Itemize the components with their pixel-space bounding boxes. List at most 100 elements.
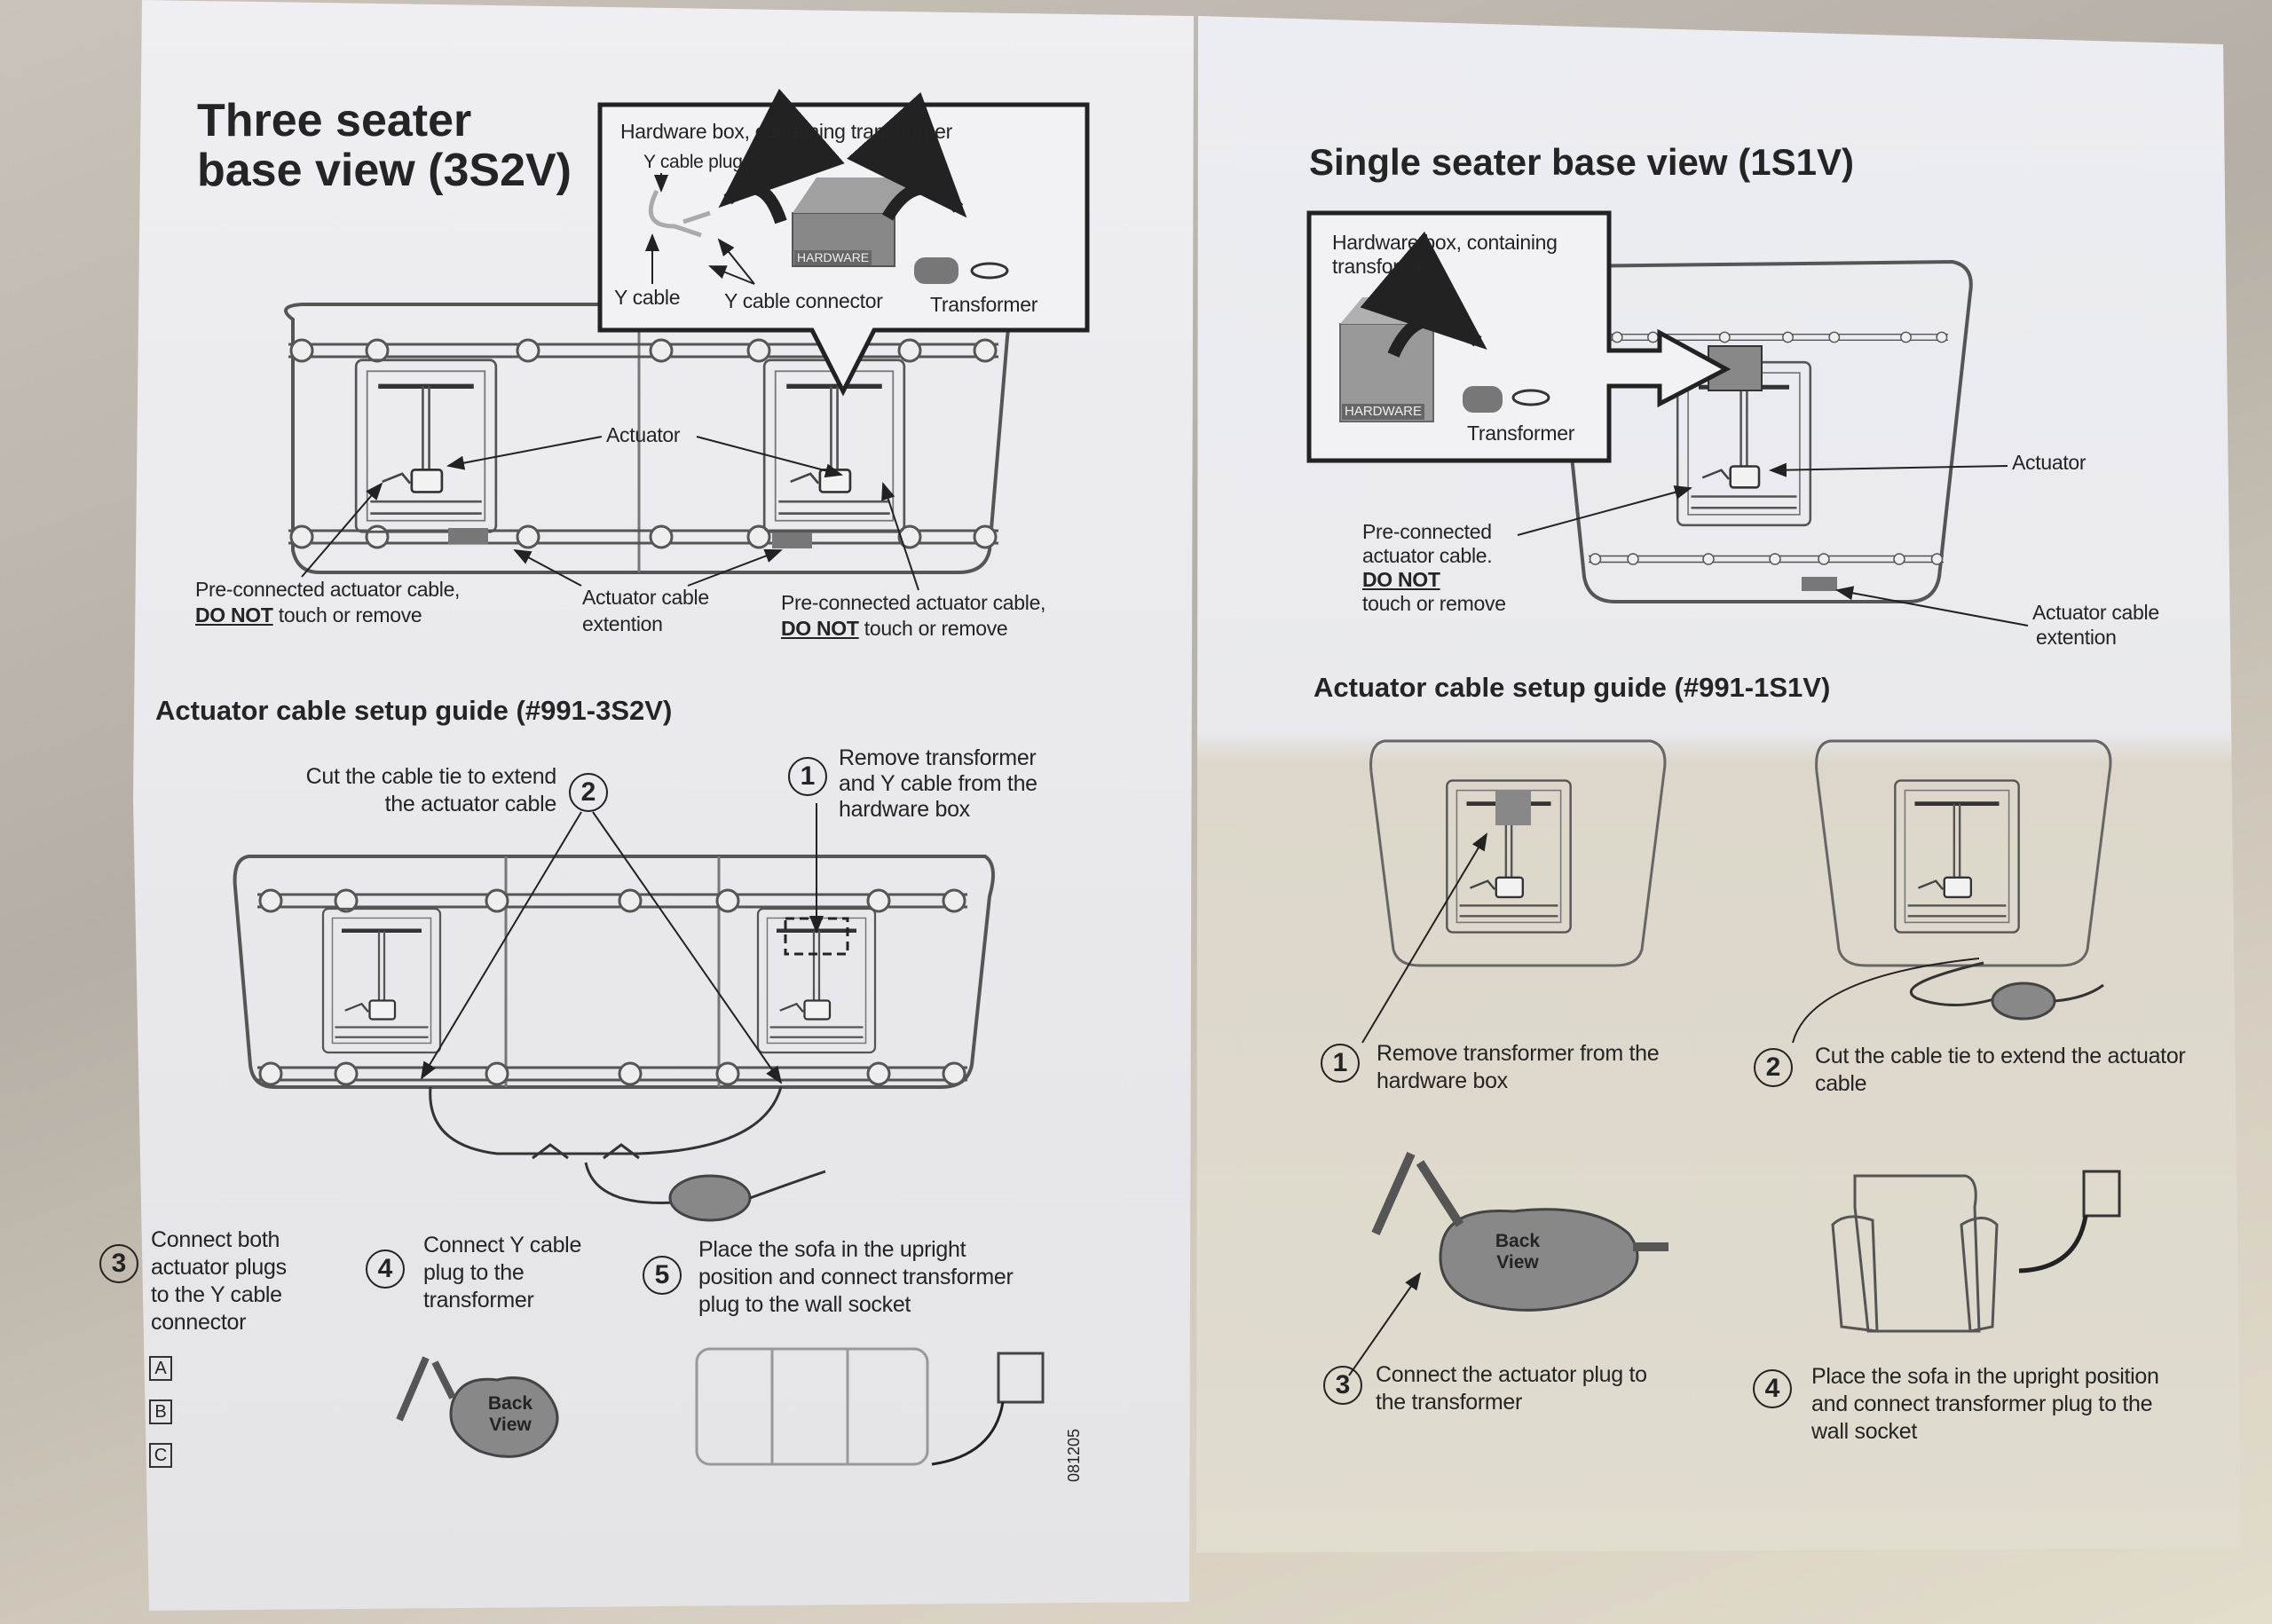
- step-line: position and connect transformer: [698, 1265, 1014, 1289]
- single-actuator-label: Actuator: [2012, 451, 2087, 474]
- step-4-number: 4: [366, 1250, 405, 1289]
- note-line: extention: [2036, 626, 2117, 649]
- step-line: Connect both: [151, 1227, 280, 1252]
- step-line: Connect the actuator plug to: [1376, 1362, 1647, 1387]
- actuator-label: Actuator: [606, 423, 681, 446]
- single-seater-title: Single seater base view (1S1V): [1309, 141, 1854, 183]
- single-step-1-number: 1: [1321, 1044, 1360, 1083]
- step-2-number: 2: [569, 773, 608, 812]
- step-line: connector: [151, 1310, 247, 1335]
- single-hardware-box-label: HARDWARE: [1342, 404, 1424, 420]
- step-3-text: Connect both actuator plugs to the Y cab…: [151, 1226, 287, 1336]
- note-line: Actuator cable: [582, 586, 709, 609]
- single-seater-setup-diagrams: [1361, 739, 2112, 1044]
- actuator-cable-extension-label: Actuator cable extention: [582, 584, 709, 637]
- single-step-3-number: 3: [1323, 1366, 1362, 1405]
- step-line: and connect transformer plug to the: [1811, 1391, 2153, 1416]
- single-step-3-text: Connect the actuator plug to the transfo…: [1376, 1361, 1647, 1416]
- single-step-1-text: Remove transformer from the hardware box: [1377, 1040, 1660, 1095]
- step-line: hardware box: [1377, 1068, 1508, 1093]
- single-preconnected-note: Pre-connected actuator cable. DO NOT tou…: [1362, 520, 1506, 616]
- step-line: Cut the cable tie to extend: [305, 764, 557, 789]
- note-line: extention: [582, 612, 663, 635]
- hardware-box-callout: [597, 88, 1090, 397]
- step-4-text: Connect Y cable plug to the transformer: [423, 1232, 581, 1314]
- step-1-text: Remove transformer and Y cable from the …: [839, 745, 1037, 823]
- setup-guide-title-3s2v: Actuator cable setup guide (#991-3S2V): [155, 695, 673, 726]
- transformer-back-view-right: [1348, 1151, 1668, 1376]
- transformer-back-view-left: [396, 1356, 559, 1458]
- back-view-line: View: [489, 1415, 532, 1435]
- step-line: hardware box: [839, 797, 970, 822]
- step-line: plug to the wall socket: [698, 1292, 911, 1317]
- note-line: Actuator cable: [2032, 601, 2159, 624]
- step-2-text: Cut the cable tie to extend the actuator…: [266, 763, 557, 818]
- step-5-number: 5: [643, 1256, 682, 1295]
- title-line: transformer: [1332, 255, 1434, 278]
- setup-guide-title-1s1v: Actuator cable setup guide (#991-1S1V): [1314, 672, 1831, 703]
- single-hardware-box-callout: [1306, 210, 1732, 463]
- note-line: Pre-connected: [1362, 520, 1492, 543]
- single-transformer-label: Transformer: [1467, 422, 1575, 445]
- step-line: Remove transformer from the: [1377, 1041, 1660, 1066]
- extension-cable-icon: [448, 528, 812, 548]
- step-line: Remove transformer: [839, 745, 1037, 770]
- step-line: actuator plugs: [151, 1255, 287, 1280]
- back-view-line: View: [1496, 1252, 1539, 1273]
- three-seater-sofa-sketch: [695, 1347, 1045, 1466]
- step-line: the transformer: [1376, 1390, 1523, 1415]
- note-line: touch or remove: [278, 603, 422, 627]
- part-a-label: A: [149, 1356, 172, 1381]
- single-extension-label: Actuator cable extention: [2032, 600, 2159, 650]
- step-line: cable: [1815, 1071, 1867, 1096]
- document-code: 081205: [1065, 1428, 1083, 1482]
- single-step-4-number: 4: [1753, 1369, 1792, 1408]
- y-cable-label: Y cable: [614, 286, 681, 309]
- title-line: Three seater: [197, 95, 472, 146]
- y-cable-connector-label: Y cable connector: [724, 289, 883, 312]
- title-line: base view (3S2V): [197, 145, 572, 196]
- y-cable-plug-label: Y cable plug: [643, 152, 743, 172]
- note-line: Pre-connected actuator cable,: [195, 578, 461, 601]
- hardware-box-title: Hardware box, containing transformer: [620, 120, 952, 143]
- step-line: plug to the: [423, 1260, 525, 1285]
- back-view-label-left: Back View: [484, 1393, 537, 1436]
- hardware-box-label: HARDWARE: [794, 250, 872, 265]
- step-line: Place the sofa in the upright: [698, 1237, 966, 1262]
- single-step-2-text: Cut the cable tie to extend the actuator…: [1815, 1043, 2186, 1098]
- note-line: Pre-connected actuator cable,: [781, 591, 1046, 614]
- transformer-label: Transformer: [930, 293, 1038, 316]
- note-line: touch or remove: [864, 617, 1008, 640]
- part-c-label: C: [149, 1443, 172, 1468]
- step-line: Connect Y cable: [423, 1233, 582, 1257]
- step-line: Cut the cable tie to extend the actuator: [1815, 1044, 2186, 1068]
- step-5-text: Place the sofa in the upright position a…: [698, 1236, 1014, 1319]
- preconnected-cable-right-note: Pre-connected actuator cable, DO NOT tou…: [781, 590, 1045, 642]
- part-b-label: B: [149, 1399, 172, 1424]
- three-seater-setup-diagram: [233, 803, 995, 1222]
- back-view-line: Back: [1495, 1231, 1541, 1251]
- armchair-sketch: [1831, 1170, 2121, 1333]
- single-step-2-number: 2: [1754, 1048, 1793, 1087]
- preconnected-cable-left-note: Pre-connected actuator cable, DO NOT tou…: [195, 577, 460, 628]
- step-line: and Y cable from the: [839, 771, 1037, 796]
- single-hardware-box-title: Hardware box, containing transformer: [1332, 231, 1558, 279]
- back-view-label-right: Back View: [1482, 1231, 1553, 1273]
- single-step-4-text: Place the sofa in the upright position a…: [1811, 1363, 2159, 1446]
- do-not-warning: DO NOT: [781, 617, 859, 640]
- step-1-number: 1: [788, 757, 827, 796]
- right-leader-lines: [1517, 462, 2029, 627]
- note-line: actuator cable.: [1362, 544, 1493, 567]
- step-line: wall socket: [1811, 1419, 1917, 1444]
- step-line: to the Y cable: [151, 1282, 282, 1307]
- do-not-warning: DO NOT: [195, 603, 273, 627]
- single-seater-base-diagram: [1552, 259, 1973, 603]
- step-line: Place the sofa in the upright position: [1811, 1364, 2159, 1389]
- back-view-line: Back: [487, 1393, 533, 1414]
- title-line: Hardware box, containing: [1332, 231, 1558, 254]
- do-not-warning: DO NOT: [1362, 568, 1440, 591]
- left-leader-lines: [301, 436, 919, 591]
- three-seater-title: Three seater base view (3S2V): [197, 96, 572, 195]
- step-line: the actuator cable: [384, 792, 557, 816]
